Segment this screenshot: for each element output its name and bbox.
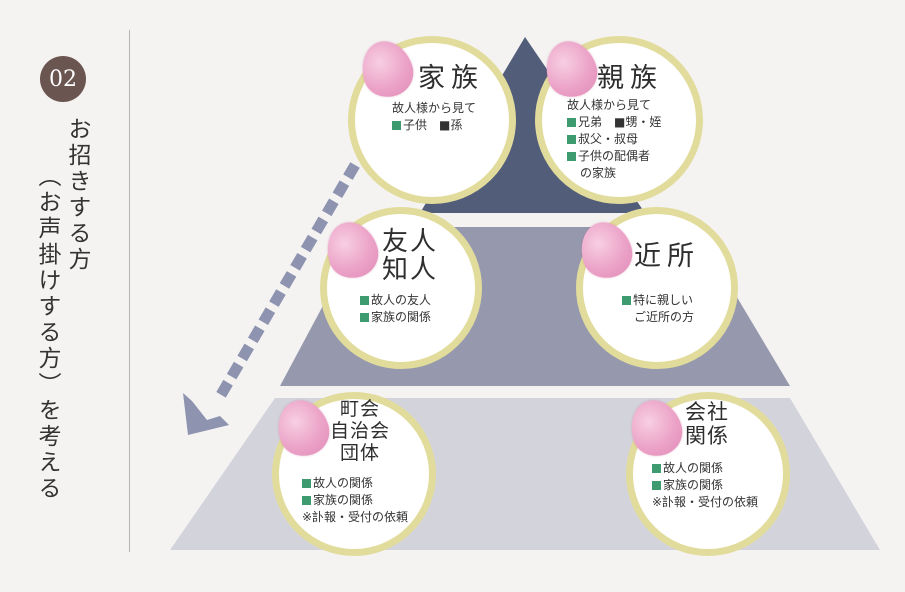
company-item: 家族の関係 (652, 477, 723, 494)
relatives-item: 子供の配偶者 (567, 148, 650, 165)
step-number-badge: 02 (40, 56, 86, 102)
community-item: 家族の関係 (302, 492, 373, 509)
company-title: 会社関係 (685, 400, 729, 448)
neighbors-item-cont: ご近所の方 (634, 310, 695, 324)
friends-item: 家族の関係 (360, 309, 431, 326)
neighbors-title: 近所 (634, 241, 700, 272)
relatives-item-cont: の家族 (580, 166, 617, 180)
friends-title: 友人知人 (382, 227, 439, 285)
friends-item: 故人の友人 (360, 292, 431, 309)
relatives-item: 兄弟 ■甥・姪 (567, 114, 661, 131)
family-title: 家族 (418, 63, 484, 94)
company-item: 故人の関係 (652, 460, 723, 477)
neighbors-item: 特に親しい (622, 292, 693, 309)
community-note: ※訃報・受付の依頼 (302, 510, 409, 524)
divider-line (129, 30, 130, 552)
relatives-item: 叔父・叔母 (567, 131, 638, 148)
company-note: ※訃報・受付の依頼 (652, 495, 759, 509)
family-note: 故人様から見て (392, 101, 477, 115)
community-title: 町会自治会団体 (330, 398, 391, 464)
arrow-head-icon (183, 393, 229, 435)
relatives-note: 故人様から見て (567, 98, 652, 112)
family-item: 子供 ■孫 (392, 117, 462, 134)
community-item: 故人の関係 (302, 475, 373, 492)
relatives-title: 親族 (597, 63, 663, 94)
title-line-2: （お声掛けする方）を考える (34, 164, 60, 502)
title-line-1: お招きする方 (64, 117, 90, 273)
dashed-arrow-shaft (213, 162, 360, 403)
